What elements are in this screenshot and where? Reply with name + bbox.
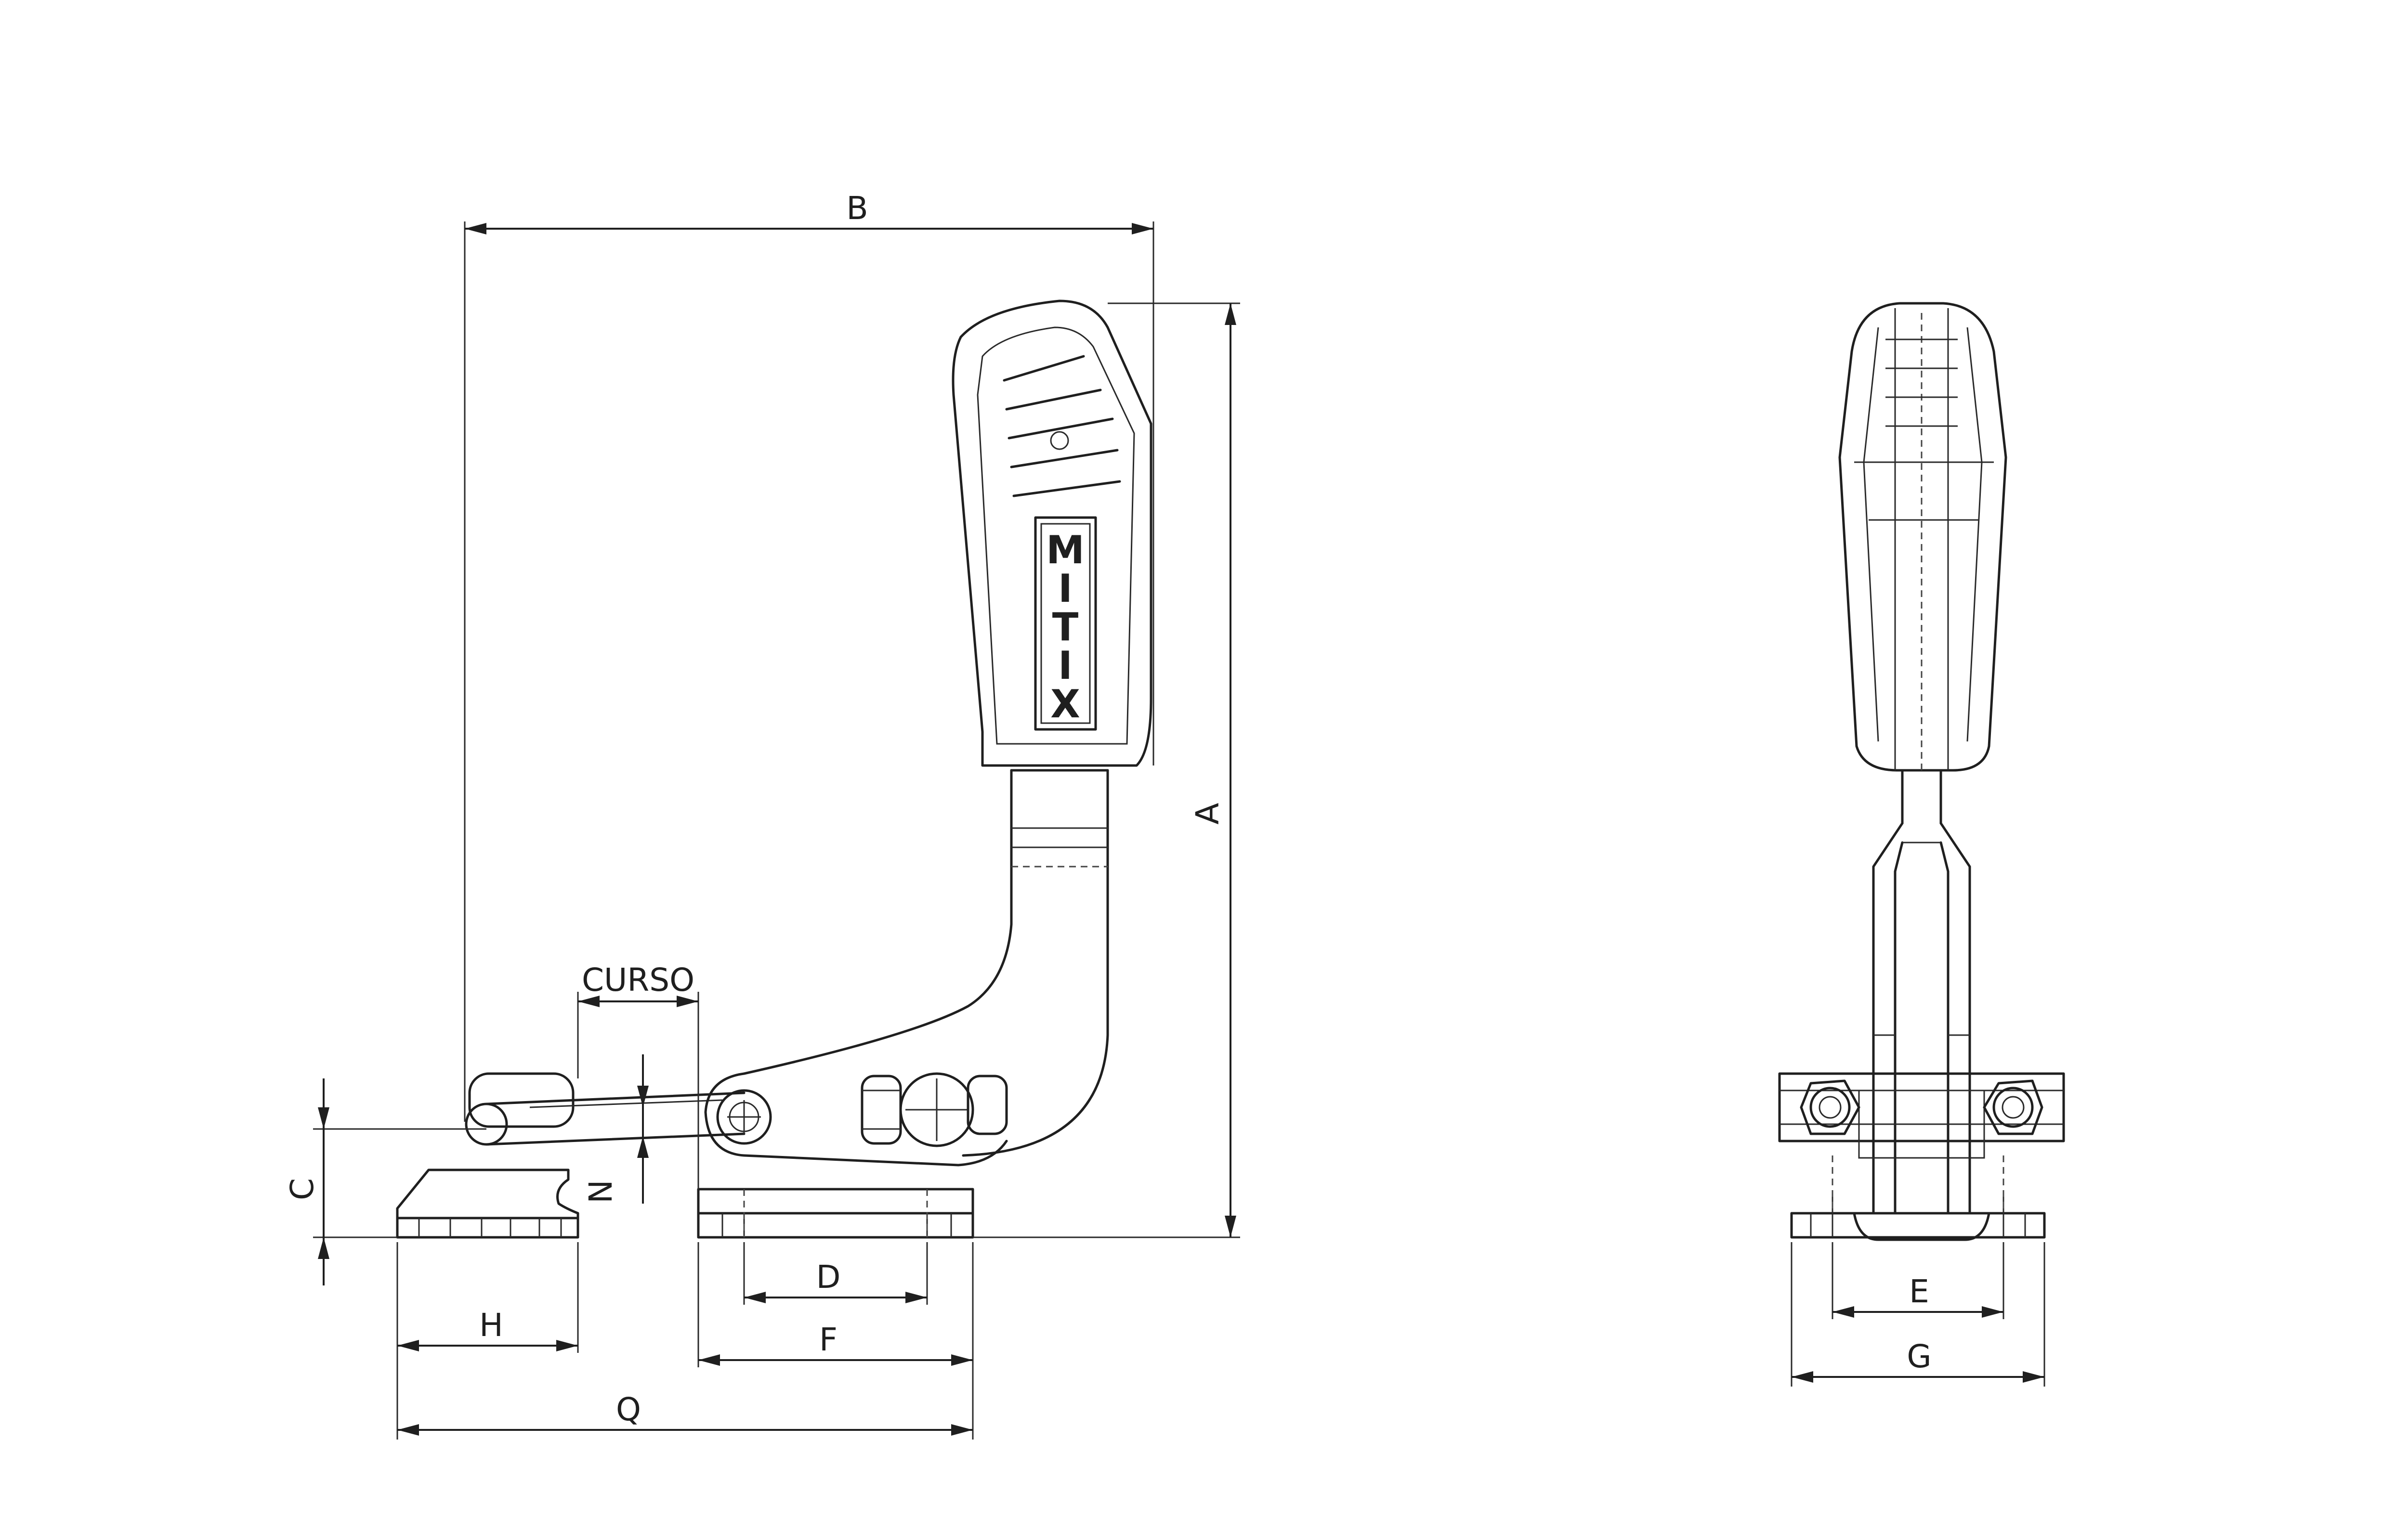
front-view: E G [1778, 302, 2065, 1387]
plunger-rod [465, 1091, 746, 1146]
dimension-f: F [698, 1321, 973, 1366]
handle-lever [743, 769, 1109, 1157]
brand-letter: T [1052, 605, 1079, 649]
front-grip [1838, 302, 2007, 772]
dimension-h: H [397, 1307, 578, 1351]
dim-label-h: H [479, 1307, 503, 1344]
dim-label-c: C [284, 1178, 321, 1200]
dim-label-g: G [1907, 1338, 1931, 1375]
dimension-q: Q [397, 1391, 973, 1436]
handle-grip: M I T I X [952, 299, 1152, 767]
brand-letter: I [1058, 643, 1073, 688]
dim-label-d: D [816, 1259, 841, 1296]
front-base [1790, 1155, 2046, 1387]
dim-label-curso: CURSO [582, 961, 694, 999]
dimension-c: C [284, 1078, 329, 1285]
dimension-g: G [1792, 1338, 2044, 1383]
brand-letter: M [1046, 528, 1085, 572]
dimension-a: A [1189, 303, 1236, 1237]
dim-label-e: E [1909, 1273, 1929, 1310]
extension-lines [313, 221, 1240, 1440]
dim-label-f: F [819, 1321, 838, 1358]
linkage-arm [704, 1072, 1008, 1167]
dimension-e: E [1832, 1273, 2003, 1318]
front-crossbar [1778, 1072, 2065, 1159]
dim-label-q: Q [616, 1391, 641, 1428]
clamp-base-right [697, 1188, 974, 1239]
clamp-base-left [396, 1072, 579, 1239]
dim-label-n: N [582, 1180, 619, 1203]
front-lever-fork [1872, 769, 1971, 1215]
brand-letter: X [1050, 682, 1080, 727]
dimension-curso: CURSO [578, 961, 698, 1007]
brand-letter: I [1058, 566, 1073, 611]
dimension-b: B [465, 190, 1153, 234]
dim-label-a: A [1189, 803, 1226, 824]
dimension-n: N [582, 1054, 649, 1204]
dimension-d: D [744, 1259, 927, 1303]
side-view: M I T I X B [284, 190, 1240, 1440]
dim-label-b: B [846, 190, 868, 227]
